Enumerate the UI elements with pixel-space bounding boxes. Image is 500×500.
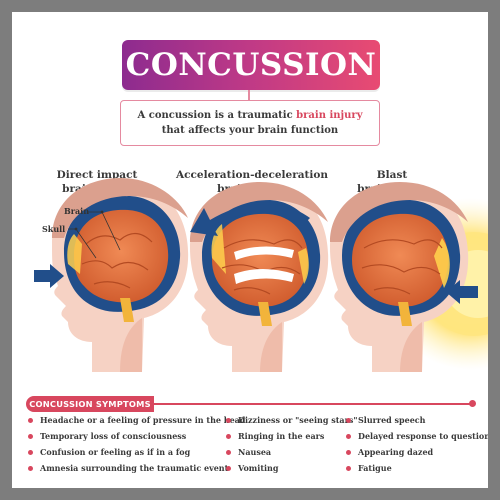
banner-connector (248, 90, 250, 100)
symptom-item: Delayed response to questions (346, 428, 488, 444)
symptom-text: Amnesia surrounding the traumatic event (40, 463, 229, 473)
symptom-item: Fatigue (346, 460, 488, 476)
symptoms-divider (154, 403, 472, 405)
bullet-icon (346, 466, 351, 471)
symptom-text: Headache or a feeling of pressure in the… (40, 415, 246, 425)
brain-label: Brain (64, 206, 89, 216)
symptom-item: Temporary loss of consciousness (28, 428, 245, 444)
head-blast (330, 182, 469, 372)
symptom-text: Appearing dazed (358, 447, 434, 457)
bullet-icon (28, 466, 33, 471)
definition-box: A concussion is a traumatic brain injury… (120, 100, 380, 146)
arrow-right-icon (34, 264, 64, 288)
definition-highlight: brain injury (296, 110, 363, 121)
symptom-item: Headache or a feeling of pressure in the… (28, 412, 245, 428)
caption-line: Direct impact (56, 169, 138, 181)
definition-line-1: A concussion is a traumatic brain injury (121, 110, 379, 121)
page-title: CONCUSSION (125, 47, 377, 83)
symptoms-column-1: Headache or a feeling of pressure in the… (28, 412, 245, 476)
symptoms-column-3: Slurred speech Delayed response to quest… (346, 412, 488, 476)
definition-text: A concussion is a traumatic (137, 110, 297, 121)
head-direct-impact (52, 178, 189, 372)
bullet-icon (226, 434, 231, 439)
symptom-text: Fatigue (358, 463, 392, 473)
skull-label: Skull (42, 224, 65, 234)
bullet-icon (346, 434, 351, 439)
bullet-icon (346, 450, 351, 455)
head-acceleration (190, 182, 329, 372)
symptom-text: Temporary loss of consciousness (40, 431, 187, 441)
bullet-icon (28, 450, 33, 455)
caption-line: Blast (376, 169, 408, 181)
symptom-text: Dizziness or "seeing stars" (238, 415, 358, 425)
bullet-icon (28, 418, 33, 423)
bullet-icon (28, 434, 33, 439)
symptom-text: Slurred speech (358, 415, 426, 425)
title-banner: CONCUSSION (122, 40, 380, 90)
symptom-item: Dizziness or "seeing stars" (226, 412, 358, 428)
infographic: CONCUSSION A concussion is a traumatic b… (12, 12, 488, 488)
symptoms-header: CONCUSSION SYMPTOMS (26, 396, 154, 412)
head-illustrations: Brain Skull (34, 178, 488, 372)
symptom-text: Delayed response to questions (358, 431, 488, 441)
bullet-icon (226, 450, 231, 455)
symptom-item: Amnesia surrounding the traumatic event (28, 460, 245, 476)
bullet-icon (226, 418, 231, 423)
bullet-icon (346, 418, 351, 423)
symptom-item: Appearing dazed (346, 444, 488, 460)
divider-end-dot (469, 400, 476, 407)
symptom-item: Nausea (226, 444, 358, 460)
symptoms-column-2: Dizziness or "seeing stars" Ringing in t… (226, 412, 358, 476)
symptoms-header-text: CONCUSSION SYMPTOMS (29, 399, 151, 409)
arrow-left-icon (446, 280, 478, 304)
caption-line: Acceleration-deceleration (175, 169, 329, 181)
curved-arrow-icon (190, 204, 310, 236)
symptom-item: Slurred speech (346, 412, 488, 428)
symptom-text: Nausea (238, 447, 272, 457)
definition-line-2: that affects your brain function (161, 125, 339, 136)
symptom-text: Vomiting (238, 463, 279, 473)
symptom-item: Confusion or feeling as if in a fog (28, 444, 245, 460)
symptom-text: Confusion or feeling as if in a fog (40, 447, 191, 457)
symptom-item: Vomiting (226, 460, 358, 476)
bullet-icon (226, 466, 231, 471)
symptom-text: Ringing in the ears (238, 431, 325, 441)
symptom-item: Ringing in the ears (226, 428, 358, 444)
